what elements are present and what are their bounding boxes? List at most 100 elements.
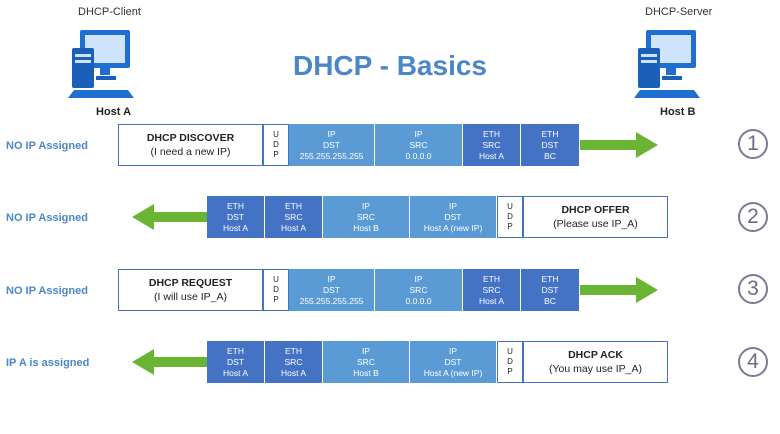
row-2-ip-dst-cell: IP DST Host A (new IP) [410, 196, 497, 238]
row-4-udp-cell: U D P [497, 341, 523, 383]
cell-line: ETH [285, 200, 302, 211]
row-2-message-title: DHCP OFFER [561, 204, 630, 216]
udp-letter: D [273, 140, 279, 149]
row-3-message-title: DHCP REQUEST [148, 277, 233, 289]
row-1-packet: DHCP DISCOVER (I need a new IP) U D P IP… [118, 124, 579, 166]
cell-line: DST [323, 284, 340, 295]
udp-letter: P [273, 150, 279, 159]
row-1-udp-cell: U D P [263, 124, 289, 166]
udp-letter: P [507, 367, 513, 376]
cell-line: Host A [222, 222, 249, 233]
row-1-eth-src-cell: ETH SRC Host A [463, 124, 521, 166]
cell-line: DST [444, 356, 462, 367]
cell-line: DST [444, 211, 462, 222]
row-3-message-subtitle: (I will use IP_A) [154, 291, 227, 303]
cell-line: ETH [541, 128, 559, 139]
cell-line: DST [227, 356, 244, 367]
cell-line: IP [448, 345, 458, 356]
cell-line: Host B [353, 367, 379, 378]
row-2-ip-src-cell: IP SRC Host B [323, 196, 410, 238]
cell-line: IP [327, 128, 336, 139]
client-role-label: DHCP-Client [78, 6, 141, 18]
cell-line: IP [327, 273, 336, 284]
row-1-status: NO IP Assigned [6, 140, 88, 152]
row-2-eth-dst-cell: ETH DST Host A [207, 196, 265, 238]
row-3-eth-src-cell: ETH SRC Host A [463, 269, 521, 311]
row-4-message-cell: DHCP ACK (You may use IP_A) [523, 341, 668, 383]
udp-letter: U [273, 275, 279, 284]
row-4-message-subtitle: (You may use IP_A) [549, 363, 642, 375]
row-2-udp-cell: U D P [497, 196, 523, 238]
row-2-status: NO IP Assigned [6, 212, 88, 224]
row-1-ip-dst-cell: IP DST 255.255.255.255 [289, 124, 375, 166]
cell-line: SRC [409, 284, 428, 295]
cell-line: IP [361, 345, 371, 356]
cell-line: IP [414, 273, 423, 284]
row-1-step-number: 1 [738, 129, 768, 159]
cell-line: 0.0.0.0 [405, 150, 432, 161]
cell-line: DST [323, 139, 340, 150]
udp-letter: U [507, 347, 513, 356]
cell-line: 255.255.255.255 [299, 150, 364, 161]
cell-line: IP [448, 200, 458, 211]
row-2-message-cell: DHCP OFFER (Please use IP_A) [523, 196, 668, 238]
row-4-status: IP A is assigned [6, 357, 90, 369]
cell-line: ETH [227, 200, 244, 211]
cell-line: SRC [284, 211, 303, 222]
cell-line: IP [414, 128, 423, 139]
row-1-arrow-right-icon [580, 132, 658, 158]
cell-line: SRC [482, 284, 501, 295]
cell-line: SRC [409, 139, 428, 150]
cell-line: SRC [482, 139, 501, 150]
row-3-udp-cell: U D P [263, 269, 289, 311]
cell-line: DST [227, 211, 244, 222]
cell-line: 0.0.0.0 [405, 295, 432, 306]
row-1-message-subtitle: (I need a new IP) [150, 146, 231, 158]
row-4-arrow-left-icon [132, 349, 210, 375]
row-1-eth-dst-cell: ETH DST BC [521, 124, 579, 166]
row-4-ip-src-cell: IP SRC Host B [323, 341, 410, 383]
cell-line: SRC [357, 211, 375, 222]
row-2-arrow-left-icon [132, 204, 210, 230]
udp-letter: U [507, 202, 513, 211]
udp-letter: D [507, 357, 513, 366]
row-3-step-number: 3 [738, 274, 768, 304]
cell-line: IP [361, 200, 371, 211]
cell-line: Host A [280, 222, 307, 233]
row-2-eth-src-cell: ETH SRC Host A [265, 196, 323, 238]
row-2-message-subtitle: (Please use IP_A) [553, 218, 638, 230]
cell-line: BC [544, 295, 556, 306]
cell-line: SRC [284, 356, 303, 367]
client-computer-icon [68, 30, 134, 98]
row-4-eth-src-cell: ETH SRC Host A [265, 341, 323, 383]
row-2-packet: ETH DST Host A ETH SRC Host A IP SRC Hos… [207, 196, 668, 238]
server-computer-icon [634, 30, 700, 98]
diagram-title: DHCP - Basics [292, 50, 487, 81]
row-3-eth-dst-cell: ETH DST BC [521, 269, 579, 311]
cell-line: ETH [285, 345, 302, 356]
row-1-message-title: DHCP DISCOVER [146, 132, 235, 144]
row-3-packet: DHCP REQUEST (I will use IP_A) U D P IP … [118, 269, 579, 311]
cell-line: Host A (new IP) [423, 222, 483, 233]
cell-line: DST [541, 139, 559, 150]
row-3-ip-src-cell: IP SRC 0.0.0.0 [375, 269, 463, 311]
row-2-step-number: 2 [738, 202, 768, 232]
cell-line: Host B [353, 222, 379, 233]
row-4-message-title: DHCP ACK [568, 349, 623, 361]
cell-line: Host A [478, 150, 505, 161]
cell-line: ETH [227, 345, 244, 356]
cell-line: Host A [222, 367, 249, 378]
cell-line: SRC [357, 356, 375, 367]
udp-letter: U [273, 130, 279, 139]
udp-letter: D [507, 212, 513, 221]
row-4-eth-dst-cell: ETH DST Host A [207, 341, 265, 383]
cell-line: ETH [541, 273, 559, 284]
row-4-packet: ETH DST Host A ETH SRC Host A IP SRC Hos… [207, 341, 668, 383]
cell-line: ETH [483, 128, 500, 139]
cell-line: Host A [280, 367, 307, 378]
server-host-name: Host B [660, 106, 696, 118]
udp-letter: P [273, 295, 279, 304]
cell-line: Host A [478, 295, 505, 306]
row-3-ip-dst-cell: IP DST 255.255.255.255 [289, 269, 375, 311]
cell-line: ETH [483, 273, 500, 284]
